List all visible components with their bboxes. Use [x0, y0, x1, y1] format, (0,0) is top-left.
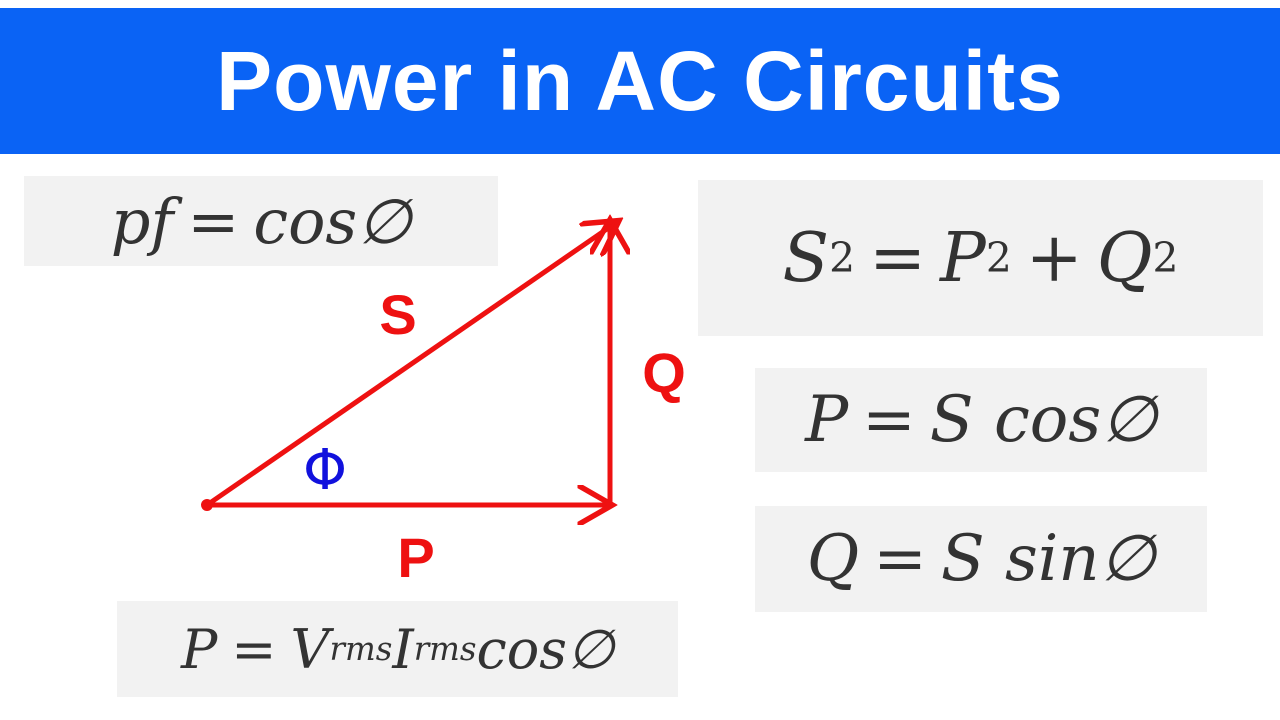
p-eq-equals: = [862, 383, 916, 457]
pv-i-subscript: rms [413, 630, 477, 668]
s2-plus: + [1025, 218, 1083, 298]
pv-v: V [290, 617, 330, 681]
s2-s: S [782, 218, 830, 298]
s2-equals: = [869, 218, 927, 298]
pv-equals: = [231, 617, 277, 681]
label-phi-angle: Φ [303, 438, 347, 503]
apparent-power-vector [205, 222, 617, 508]
s2-q: Q [1096, 218, 1153, 298]
pf-lhs: pf [110, 184, 174, 258]
label-s: S [379, 283, 416, 346]
label-p: P [397, 526, 434, 589]
pf-equals: = [187, 184, 240, 258]
label-q: Q [642, 341, 686, 404]
title-banner: Power in AC Circuits [0, 8, 1280, 154]
q-eq-equals: = [873, 522, 927, 596]
equation-power-factor: pf = cos∅ [24, 176, 498, 266]
equation-real-power: P = S cos∅ [755, 368, 1207, 472]
page-title: Power in AC Circuits [216, 33, 1064, 128]
pv-rhs: cos∅ [476, 617, 615, 681]
pf-rhs: cos∅ [253, 184, 412, 258]
pv-v-subscript: rms [329, 630, 393, 668]
s2-p: P [940, 218, 986, 298]
q-eq-rhs: S sin∅ [940, 522, 1156, 596]
equation-reactive-power: Q = S sin∅ [755, 506, 1207, 612]
p-eq-lhs: P [805, 383, 849, 457]
q-eq-lhs: Q [806, 522, 860, 596]
p-eq-rhs: S cos∅ [929, 383, 1157, 457]
pv-lhs: P [180, 617, 218, 681]
pv-i: I [392, 617, 414, 681]
